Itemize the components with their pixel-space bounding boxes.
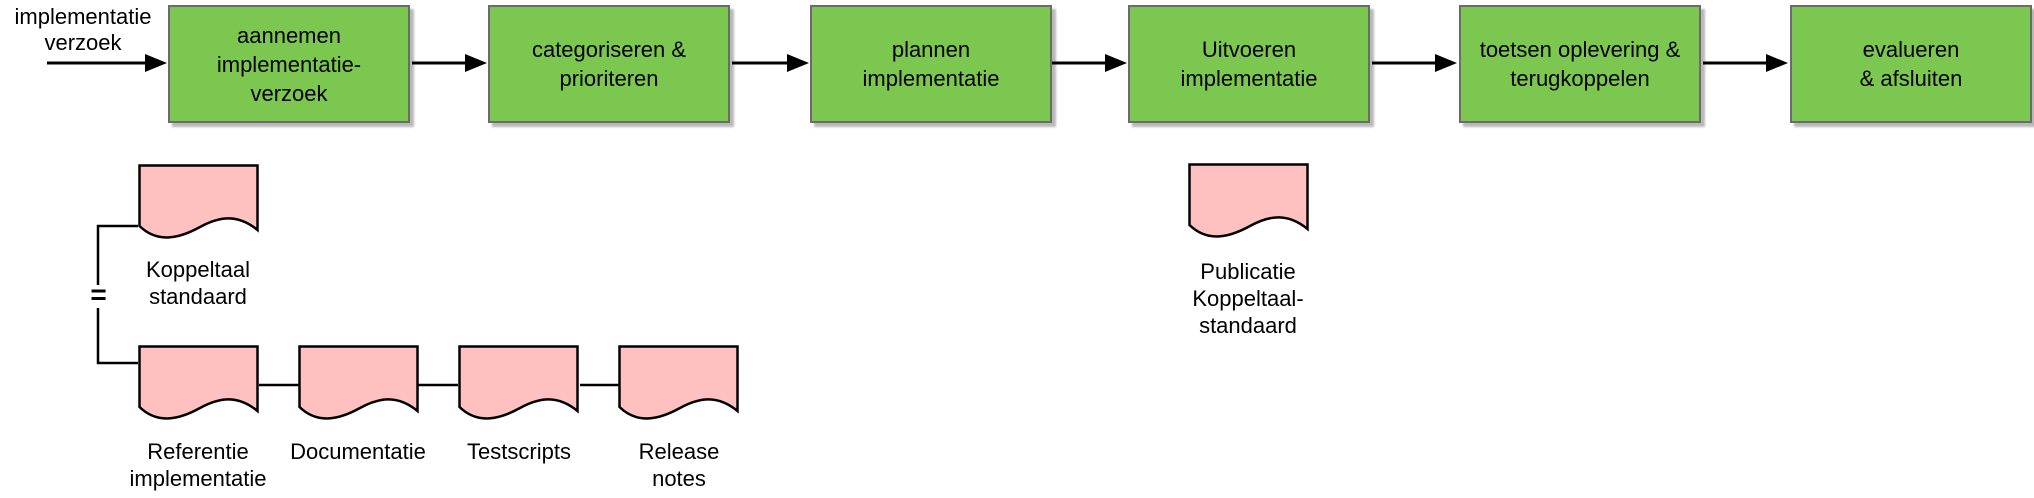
- arrowhead-icon: [1105, 54, 1127, 72]
- document-icon: [138, 345, 259, 420]
- document-label-referentie-implementatie: Referentie implementatie: [129, 439, 267, 491]
- document-icon: [618, 345, 739, 420]
- doc-connector-top: [96, 224, 138, 285]
- document-icon: [458, 345, 579, 420]
- document-release-notes: [618, 345, 739, 427]
- document-label-release-notes: Release notes: [638, 439, 720, 491]
- document-koppeltaal-standaard: [138, 164, 259, 246]
- process-step-evalueren: evalueren & afsluiten: [1790, 5, 2032, 123]
- process-step-aannemen: aannemen implementatie- verzoek: [168, 5, 410, 123]
- arrowhead-icon: [1766, 54, 1788, 72]
- document-icon: [1188, 163, 1309, 238]
- process-step-plannen: plannen implementatie: [810, 5, 1052, 123]
- document-label-publicatie-koppeltaal: Publicatie Koppeltaal- standaard: [1192, 259, 1304, 338]
- document-label-documentatie: Documentatie: [290, 439, 426, 464]
- document-icon: [138, 164, 259, 239]
- document-referentie-implementatie: [138, 345, 259, 427]
- equals-symbol: =: [90, 279, 107, 310]
- arrowhead-icon: [465, 54, 487, 72]
- start-label: implementatie verzoek: [14, 4, 152, 55]
- arrowhead-icon: [145, 54, 167, 72]
- arrowhead-icon: [787, 54, 809, 72]
- document-label-testscripts: Testscripts: [467, 439, 571, 464]
- doc-connector-bottom: [96, 308, 138, 365]
- process-step-toetsen: toetsen oplevering & terugkoppelen: [1459, 5, 1701, 123]
- document-label-koppeltaal-standaard: Koppeltaal standaard: [146, 257, 250, 309]
- arrowhead-icon: [1435, 54, 1457, 72]
- document-documentatie: [298, 345, 419, 427]
- process-step-uitvoeren: Uitvoeren implementatie: [1128, 5, 1370, 123]
- document-publicatie-koppeltaal: [1188, 163, 1309, 245]
- document-testscripts: [458, 345, 579, 427]
- document-icon: [298, 345, 419, 420]
- process-step-categoriseren: categoriseren & prioriteren: [488, 5, 730, 123]
